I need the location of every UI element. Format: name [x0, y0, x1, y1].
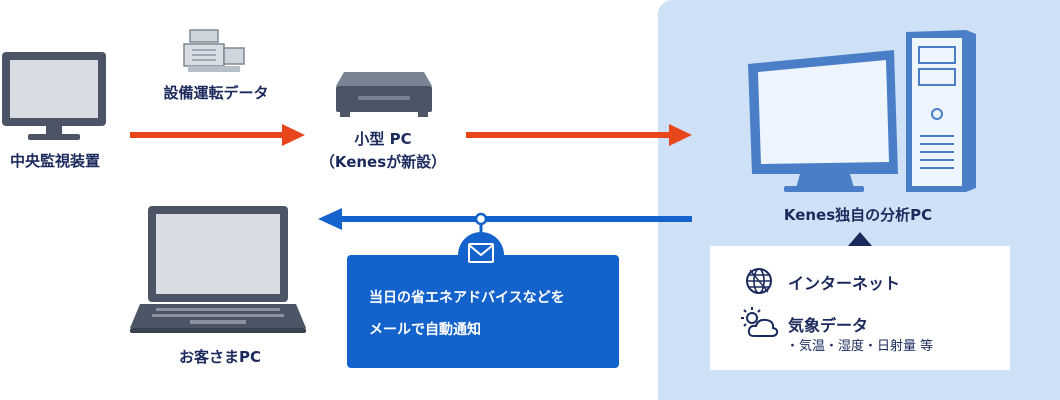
equipment-icon	[183, 29, 245, 72]
globe-icon	[746, 268, 772, 294]
data-arrow-2	[466, 124, 692, 146]
analysis-pc-label: Kenes独自の分析PC	[783, 206, 933, 224]
mail-icon	[468, 243, 494, 263]
notification-line-1: 当日の省エネアドバイスなどを	[369, 290, 565, 306]
weather-icon	[741, 307, 779, 337]
laptop-icon	[130, 206, 306, 333]
notify-arrow	[318, 208, 692, 230]
small-pc-label-1: 小型 PC	[354, 130, 412, 148]
customer-pc-label: お客さまPC	[178, 348, 261, 366]
connector-icon	[474, 212, 488, 236]
data-arrow-1	[130, 124, 305, 146]
weather-detail: ・気温・湿度・日射量 等	[786, 339, 934, 354]
notification-line-2: メールで自動通知	[369, 322, 481, 338]
small-pc-icon	[336, 72, 432, 117]
central-monitor-label: 中央監視装置	[9, 152, 100, 170]
equipment-data-label: 設備運転データ	[163, 84, 269, 102]
weather-label: 気象データ	[788, 316, 869, 335]
analysis-pc-icon	[748, 30, 976, 192]
internet-label: インターネット	[788, 274, 901, 293]
monitor-icon	[2, 52, 106, 140]
small-pc-label-2: （Kenesが新設）	[319, 153, 447, 171]
data-source-box	[710, 246, 1010, 370]
